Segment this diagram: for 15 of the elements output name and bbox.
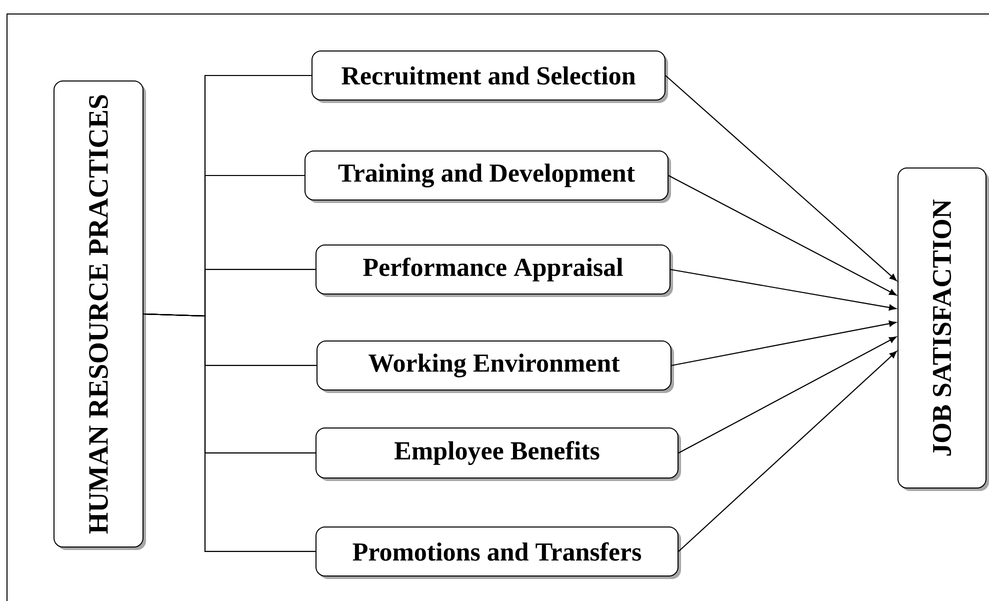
practice-box: Performance Appraisal [316,244,673,297]
practice-box: Employee Benefits [316,427,681,481]
arrow [671,320,896,366]
rotated-label-box: JOB SATISFACTION [898,168,989,491]
practice-box: Recruitment and Selection [312,50,668,103]
practice-box: Training and Development [304,150,671,203]
rotated-label-box: HUMAN RESOURCE PRACTICES [54,80,146,550]
arrow [665,75,897,282]
arrow [678,350,897,552]
arrow [678,336,897,454]
arrow [670,268,896,311]
connector-line [143,313,316,552]
practice-box: Promotions and Transfers [316,526,681,579]
arrow [668,175,897,296]
practice-box: Working Environment [316,340,674,393]
